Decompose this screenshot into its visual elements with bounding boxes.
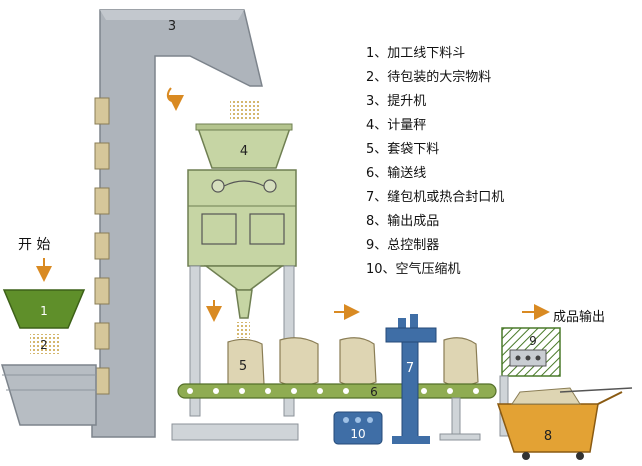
dose-material [236, 322, 250, 338]
bucket-elevator: 3 [91, 9, 263, 438]
output-label: 成品输出 [553, 310, 606, 325]
legend-item: 3、提升机 [366, 94, 427, 109]
marker-2: 2 [40, 338, 48, 352]
legend-item: 7、缝包机或热合封口机 [366, 190, 505, 205]
legend-item: 10、空气压缩机 [366, 262, 461, 277]
bag-sealer: 7 [385, 314, 437, 444]
marker-10: 10 [350, 427, 365, 441]
discharge-arrow [166, 87, 177, 102]
processing-hopper: 1 2 [2, 289, 86, 354]
elevator-intake [0, 364, 97, 426]
bulk-material-2 [30, 334, 60, 354]
output-cart: 8 [496, 387, 633, 460]
marker-5: 5 [239, 359, 247, 374]
legend-item: 2、待包装的大宗物料 [366, 70, 492, 85]
marker-7: 7 [406, 361, 414, 376]
bags: 5 [227, 337, 479, 389]
start-label: 开 始 [18, 237, 51, 253]
legend-item: 6、输送线 [366, 166, 427, 181]
legend-item: 5、套袋下料 [366, 142, 440, 157]
falling-material [230, 100, 260, 120]
legend-item: 8、输出成品 [366, 214, 440, 229]
marker-8: 8 [544, 429, 552, 444]
legend-item: 1、加工线下料斗 [366, 46, 466, 61]
legend: 1、加工线下料斗 2、待包装的大宗物料 3、提升机 4、计量秤 5、套袋下料 6… [366, 42, 636, 282]
marker-6: 6 [370, 385, 378, 399]
marker-1: 1 [40, 304, 48, 318]
legend-item: 4、计量秤 [366, 118, 427, 133]
legend-item: 9、总控制器 [366, 238, 440, 253]
elevator-buckets [94, 97, 110, 395]
marker-9: 9 [529, 334, 537, 348]
air-compressor: 10 [333, 411, 383, 445]
marker-3: 3 [168, 19, 176, 34]
marker-4: 4 [240, 144, 248, 159]
